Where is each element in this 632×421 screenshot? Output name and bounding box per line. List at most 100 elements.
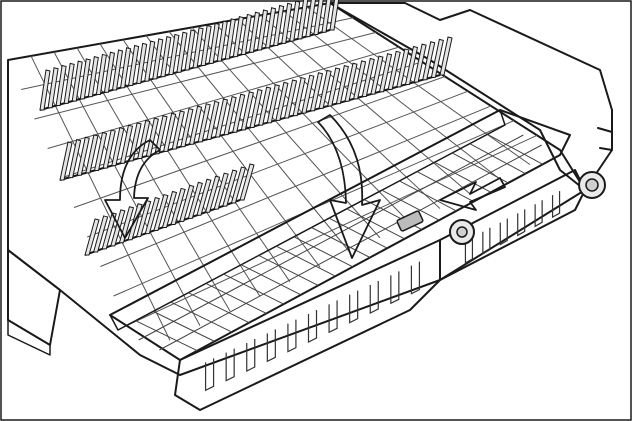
tine <box>95 53 107 95</box>
panel-rib <box>287 319 297 353</box>
tine <box>240 13 252 55</box>
grid-line <box>152 310 215 342</box>
grid-line <box>276 245 336 277</box>
front-panel-ribs <box>204 261 421 392</box>
tine <box>179 184 195 222</box>
tine <box>248 11 261 53</box>
tine <box>197 103 211 143</box>
grid-line <box>381 189 440 221</box>
tine <box>137 119 151 160</box>
tine <box>102 129 116 169</box>
tine <box>223 96 237 136</box>
tine <box>353 60 367 100</box>
grid-line <box>487 133 543 165</box>
tine <box>283 79 298 119</box>
panel-rib <box>499 218 508 246</box>
tine <box>321 0 332 33</box>
tine <box>103 51 116 93</box>
tine <box>163 112 177 152</box>
grid-line <box>240 264 302 296</box>
tine <box>239 163 255 201</box>
tine <box>216 20 228 62</box>
tine <box>200 24 212 67</box>
tine <box>313 0 324 35</box>
rack-left-frame-lip <box>7 319 51 356</box>
tine <box>206 100 220 140</box>
tine <box>111 127 125 167</box>
panel-rib <box>390 271 400 305</box>
panel-rib <box>204 358 215 392</box>
tine <box>214 98 229 138</box>
tine <box>344 62 358 102</box>
tine <box>378 53 393 93</box>
panel-rib <box>517 209 526 237</box>
tine <box>144 197 160 235</box>
tine <box>128 122 142 162</box>
tine <box>213 172 229 210</box>
tine <box>184 29 196 71</box>
panel-rib <box>482 227 491 255</box>
panel-rib <box>225 348 235 382</box>
tine <box>76 136 90 176</box>
tine <box>92 215 109 253</box>
tine <box>63 62 75 104</box>
tine <box>196 178 212 216</box>
tine <box>59 141 73 181</box>
tine <box>153 193 169 232</box>
tine <box>128 44 140 87</box>
tine <box>47 67 59 109</box>
panel-rib <box>410 261 421 295</box>
grid-line <box>223 273 284 305</box>
panel-rib <box>266 329 276 363</box>
tine-row-middle <box>59 36 453 181</box>
panel-rib <box>349 290 359 324</box>
grid-line <box>135 320 198 352</box>
tine <box>79 58 91 100</box>
tine <box>258 86 272 126</box>
fold-down-arrow-icon <box>104 139 161 239</box>
tine <box>154 115 168 155</box>
tine <box>275 81 289 121</box>
tine <box>292 76 306 117</box>
tine <box>111 49 124 91</box>
panel-rib <box>534 200 543 228</box>
tine <box>187 181 203 219</box>
tine <box>161 190 178 228</box>
tine <box>232 93 246 133</box>
tine <box>266 84 280 124</box>
release-latch <box>396 210 424 232</box>
grid-line <box>399 180 457 212</box>
tine <box>170 187 186 225</box>
tine <box>422 41 436 81</box>
grid-line <box>205 282 267 314</box>
tine <box>152 38 164 80</box>
grid-line <box>258 255 319 286</box>
tine <box>71 60 83 102</box>
panel-rib <box>328 300 338 334</box>
tine <box>136 200 152 238</box>
panel-rib <box>369 281 379 314</box>
tine <box>188 105 203 145</box>
grid-line <box>100 105 492 267</box>
tine <box>85 134 99 174</box>
panel-rib <box>551 191 561 219</box>
tine <box>171 110 185 150</box>
tine <box>329 0 340 31</box>
tine <box>208 22 220 64</box>
grid-line <box>34 31 377 120</box>
grid-line <box>170 301 233 333</box>
tine <box>176 31 188 73</box>
grid-line <box>159 144 542 351</box>
tine <box>430 38 444 78</box>
tine <box>361 57 375 97</box>
grid-line <box>416 171 474 203</box>
tine <box>370 55 384 95</box>
tine <box>230 166 247 204</box>
tine <box>84 218 100 256</box>
tine <box>305 0 316 38</box>
rack-right-panel <box>439 169 586 281</box>
grid-line <box>469 143 526 175</box>
tine <box>240 91 254 131</box>
tine <box>39 69 51 111</box>
grid-line <box>346 208 405 240</box>
